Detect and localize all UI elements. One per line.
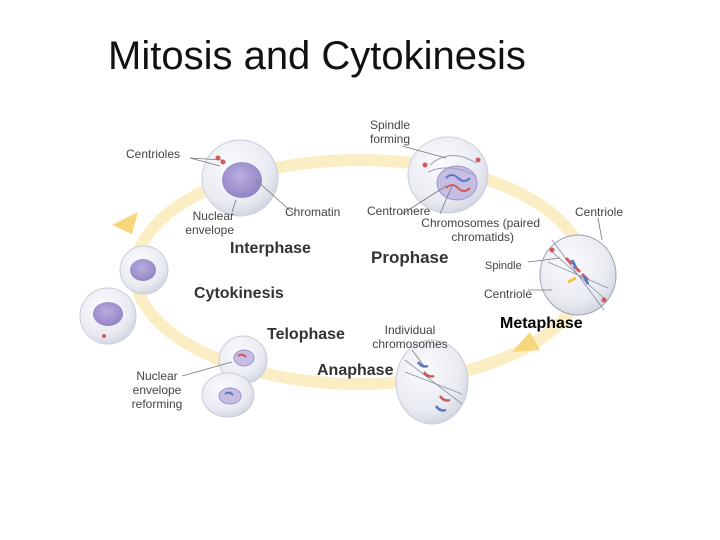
label-chromosomes-line1: Chromosomes (paired [421,216,540,230]
daughter-cell-upper [119,245,169,295]
label-individual-chromosomes-line2: chromosomes [372,337,448,351]
phase-cytokinesis: Cytokinesis [194,285,284,302]
cycle-arrow-left [112,212,138,234]
phase-metaphase: Metaphase [500,315,583,332]
label-nuclear-envelope-line2: envelope [185,223,234,237]
prophase-cell [407,136,489,214]
phase-anaphase: Anaphase [317,362,394,379]
label-chromatin: Chromatin [285,205,341,219]
label-individual-chromosomes: Individual chromosomes [368,323,452,351]
label-centromere: Centromere [367,204,431,218]
label-reforming-line2: envelope [132,383,182,397]
phase-interphase: Interphase [230,240,311,257]
label-centriole-top: Centriole [575,205,624,219]
slide-title: Mitosis and Cytokinesis [108,34,526,78]
label-spindle: Spindle [485,260,522,272]
label-spindle-forming-line1: Spindle [369,118,411,132]
metaphase-cell [539,234,617,316]
label-reforming-line3: reforming [131,397,183,411]
leader-lines [181,145,603,377]
anaphase-cell [395,339,469,425]
label-nuclear-envelope: Nuclear envelope [176,209,234,237]
phase-prophase: Prophase [371,248,449,267]
label-nuclear-envelope-line1: Nuclear [192,209,234,223]
label-nuclear-envelope-reforming: Nuclear envelope reforming [126,369,188,411]
label-chromosomes-line2: chromatids) [451,230,514,244]
label-centrioles: Centrioles [126,147,181,161]
cycle-arrow-right [512,332,540,352]
daughter-cell-lower [79,287,137,345]
label-spindle-forming-line2: forming [369,132,410,146]
label-centriole-bottom: Centriole [484,287,533,301]
label-chromosomes: Chromosomes (paired chromatids) [410,216,540,244]
interphase-cell [201,139,279,217]
phase-telophase: Telophase [267,326,345,343]
label-individual-chromosomes-line1: Individual [384,323,436,337]
label-spindle-forming: Spindle forming [364,118,416,146]
telophase-cell [201,335,268,418]
label-reforming-line1: Nuclear [136,369,178,383]
